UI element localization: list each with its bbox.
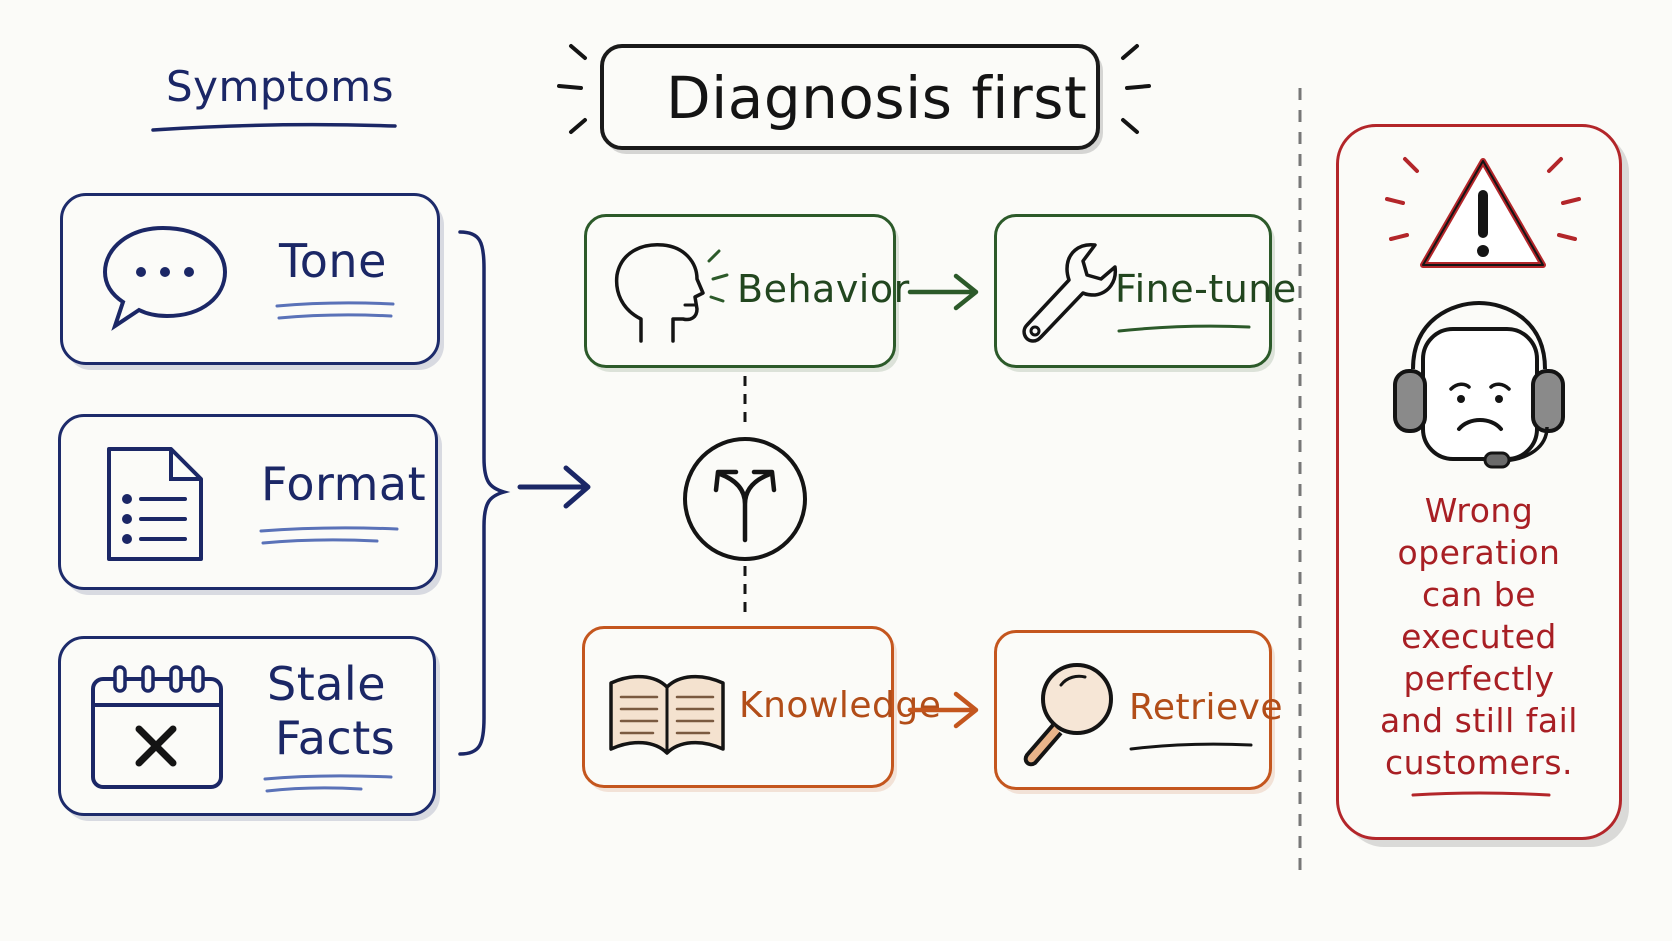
symptom-label-tone: Tone (279, 234, 387, 288)
symptom-card-stale-facts: Stale Facts (58, 636, 436, 816)
behavior-label: Behavior (737, 267, 910, 311)
title-box: Diagnosis first (600, 44, 1100, 150)
warning-line-6: and still fail (1380, 701, 1578, 740)
warning-line-1: Wrong (1424, 491, 1534, 530)
finetune-underline (1117, 324, 1251, 333)
magnifier-icon (1023, 663, 1113, 767)
retrieve-box: Retrieve (994, 630, 1283, 790)
warning-line-2: operation (1397, 533, 1561, 572)
symptoms-underline (151, 122, 397, 132)
title-burst-left-icon (557, 44, 587, 134)
wrench-icon (1022, 243, 1118, 343)
title-burst-right-icon (1121, 44, 1151, 134)
finetune-box: Fine-tune (994, 214, 1296, 368)
document-list-icon (107, 447, 203, 561)
warning-line-4: executed (1401, 617, 1557, 656)
warning-line-7: customers. (1384, 743, 1574, 782)
knowledge-label: Knowledge (739, 685, 942, 726)
arrow-to-diagnosis-icon (517, 465, 591, 509)
dashed-separator (1298, 88, 1302, 876)
behavior-box: Behavior (584, 214, 909, 368)
fork-arrow-icon (683, 437, 807, 561)
speech-bubble-icon (102, 225, 228, 331)
warning-card: Wrong operation can be executed perfectl… (1336, 124, 1622, 840)
finetune-label: Fine-tune (1115, 267, 1297, 311)
warning-line-5: perfectly (1403, 659, 1555, 698)
retrieve-underline (1129, 742, 1253, 751)
symptom-label-facts: Facts (275, 711, 396, 765)
dashed-connector-vertical (743, 376, 747, 616)
warning-underline (1411, 791, 1551, 797)
tone-underline (275, 301, 395, 320)
arrow-behavior-finetune-icon (907, 273, 979, 311)
warning-triangle-icon (1385, 157, 1581, 268)
page-title: Diagnosis first (666, 64, 1088, 132)
warning-line-3: can be (1421, 575, 1537, 614)
symptom-label-format: Format (261, 457, 427, 511)
symptom-label-stale: Stale (267, 657, 387, 711)
format-underline (259, 526, 399, 545)
head-speaking-icon (614, 243, 729, 343)
symptom-card-format: Format (58, 414, 438, 590)
stale-underline (263, 774, 393, 793)
retrieve-label: Retrieve (1129, 687, 1284, 728)
knowledge-box: Knowledge (582, 626, 941, 788)
calendar-x-icon (91, 665, 223, 789)
symptom-card-tone: Tone (60, 193, 440, 365)
symptoms-brace (458, 230, 511, 756)
symptoms-heading: Symptoms (166, 62, 395, 111)
open-book-icon (609, 674, 725, 755)
arrow-knowledge-retrieve-icon (907, 691, 979, 729)
sad-robot-headset-icon (1393, 300, 1565, 469)
